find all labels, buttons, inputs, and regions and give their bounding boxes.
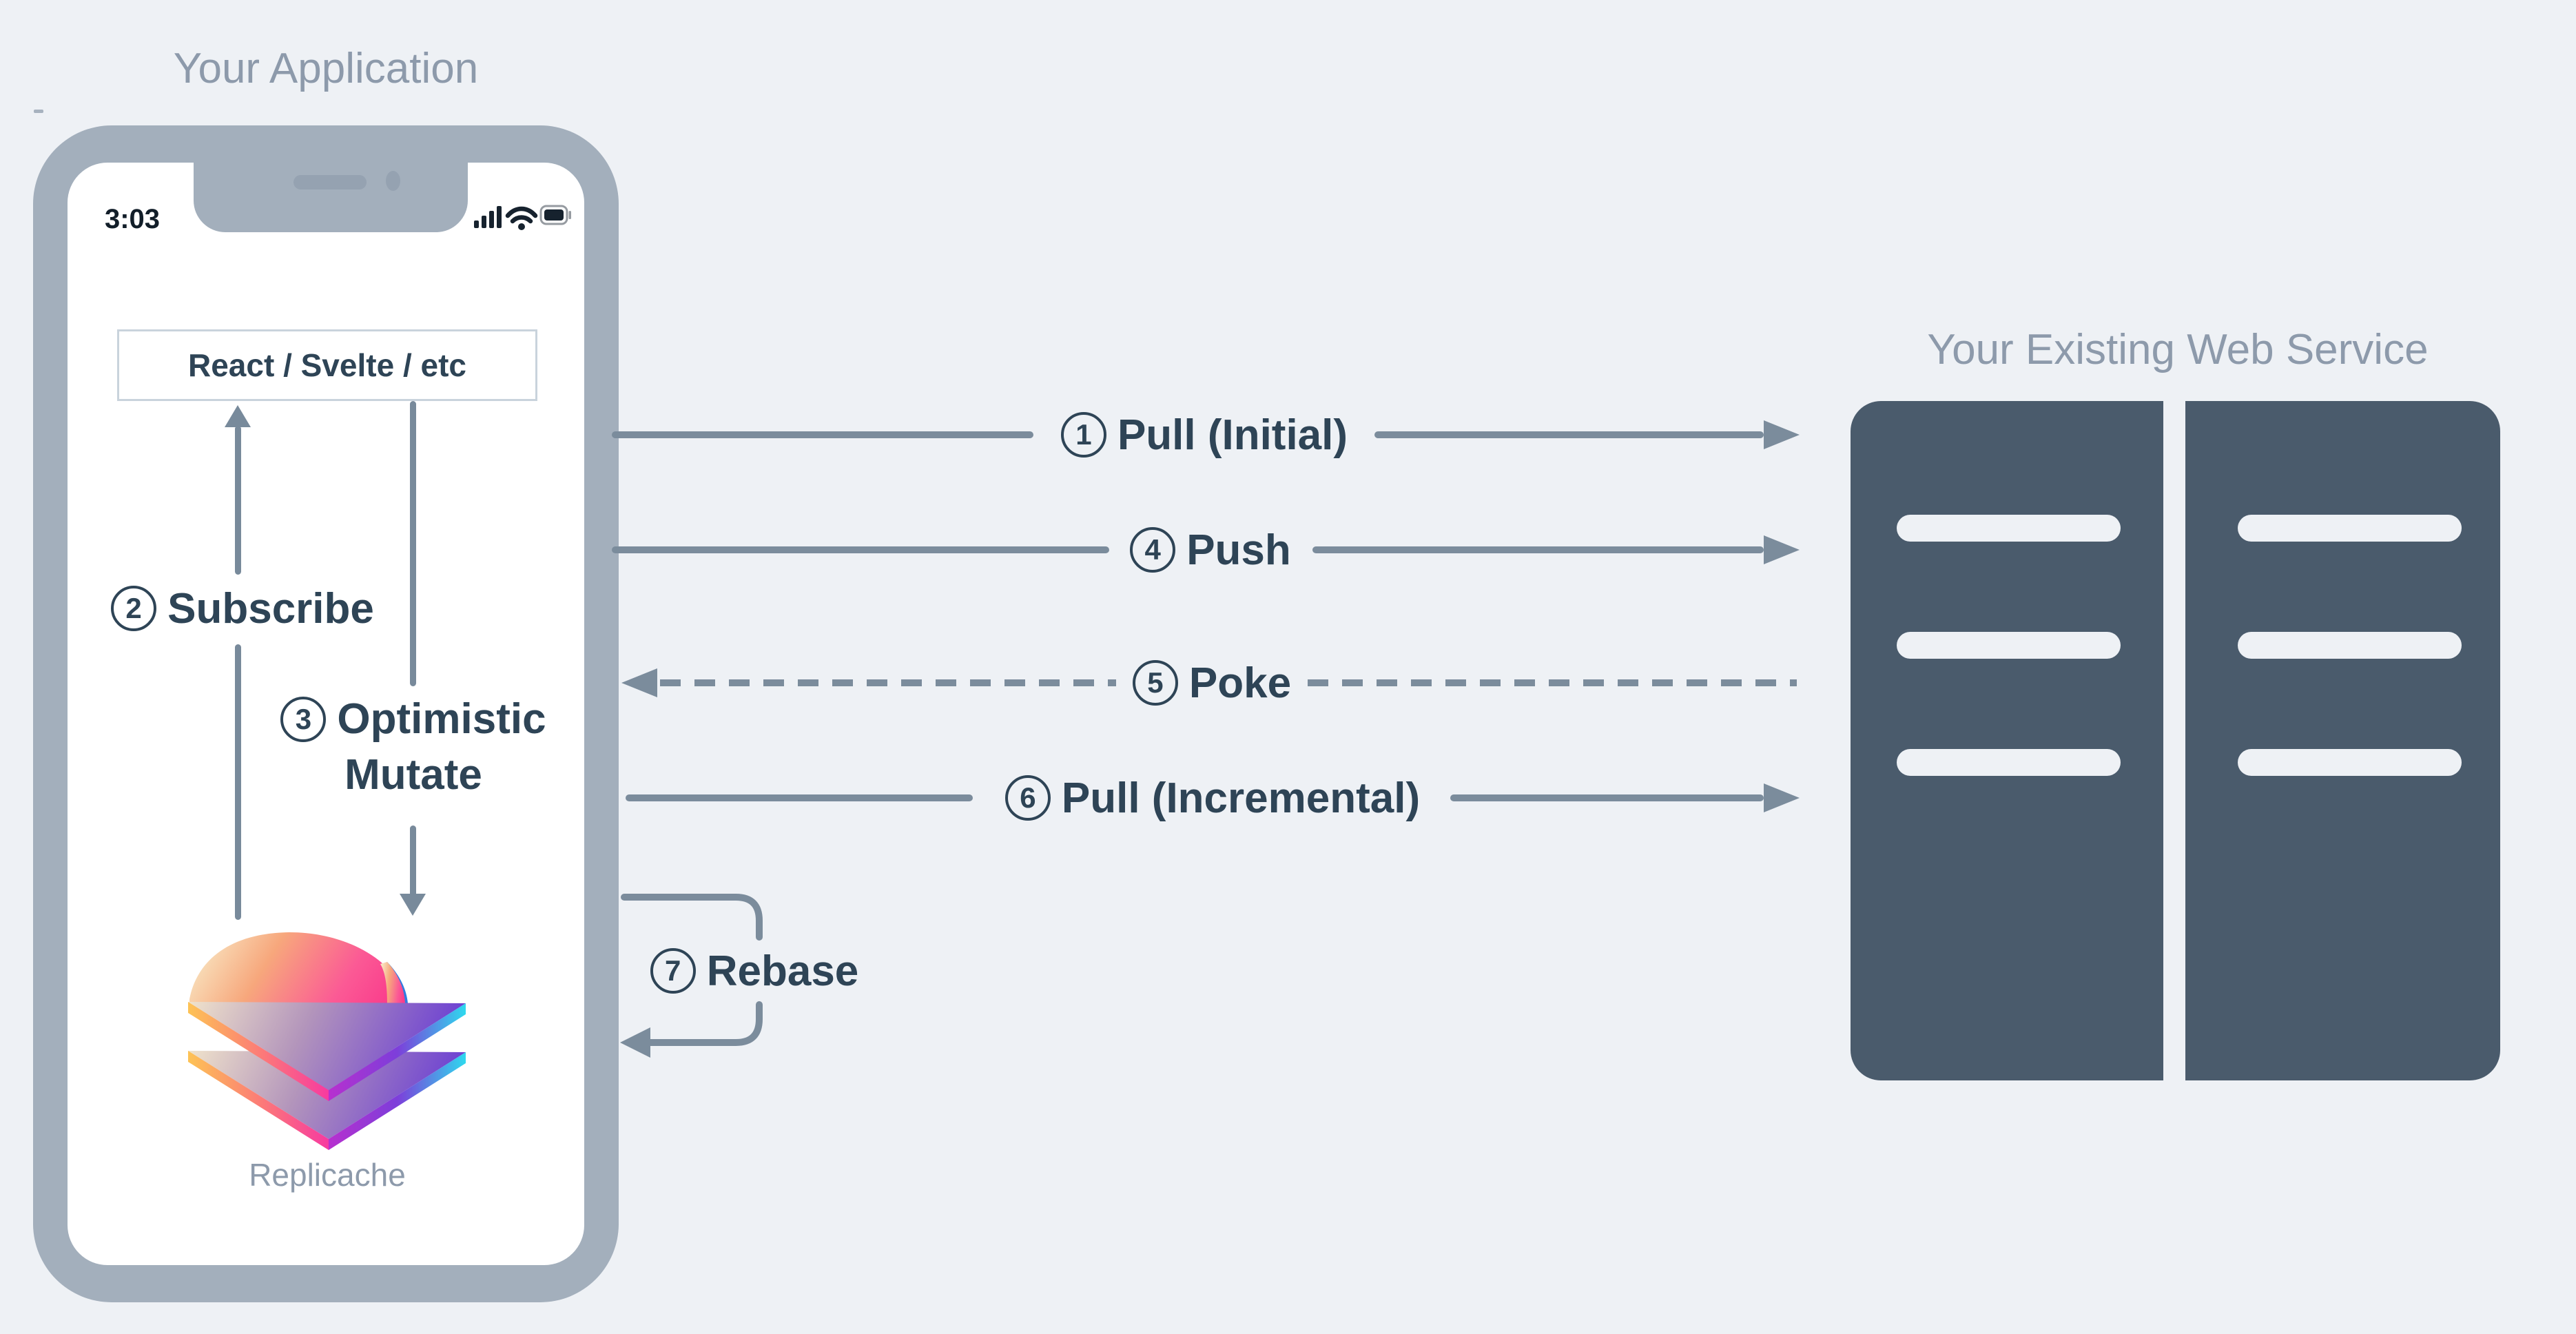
push-label: 4 Push	[1004, 526, 1417, 574]
optimistic-mutate-label: 3 Optimistic Mutate	[241, 695, 586, 799]
subscribe-line-upper	[235, 426, 241, 575]
push-label-text: Push	[1186, 526, 1291, 574]
mutate-line-lower	[410, 825, 416, 903]
server-slot	[2238, 749, 2462, 776]
wifi-icon	[505, 206, 538, 224]
server-slot	[1897, 632, 2121, 659]
wifi-dot	[518, 223, 525, 230]
subscribe-line-lower	[235, 644, 241, 920]
pull-initial-line-right	[1374, 431, 1764, 438]
application-title: Your Application	[173, 45, 479, 92]
server-slot	[2238, 515, 2462, 542]
pull-initial-label-text: Pull (Initial)	[1117, 411, 1348, 459]
rebase-label-text: Rebase	[706, 947, 859, 995]
framework-box: React / Svelte / etc	[117, 329, 537, 401]
optimistic-mutate-text1: Optimistic	[337, 695, 546, 743]
pull-incremental-label: 6 Pull (Incremental)	[1004, 774, 1421, 822]
phone-camera-dot	[386, 171, 400, 191]
rebase-label: 7 Rebase	[617, 947, 892, 995]
pull-initial-arrowhead-icon	[1764, 420, 1800, 449]
subscribe-label: 2 Subscribe	[63, 584, 422, 633]
mutate-line-upper	[410, 401, 416, 686]
pull-incremental-label-text: Pull (Incremental)	[1061, 774, 1421, 822]
subscribe-label-text: Subscribe	[167, 584, 374, 633]
subscribe-arrowhead-up-icon	[225, 405, 251, 427]
replicache-logo-icon	[188, 932, 466, 1150]
mutate-arrowhead-down-icon	[400, 894, 426, 916]
pull-initial-line-left	[612, 431, 1033, 438]
stray-dash-mark	[34, 110, 43, 113]
push-arrowhead-icon	[1764, 535, 1800, 564]
rebase-loop-arrow	[620, 894, 763, 1058]
rebase-arrowhead-icon	[620, 1027, 650, 1058]
pull-incremental-arrowhead-icon	[1764, 783, 1800, 812]
push-line-left	[612, 546, 1109, 553]
poke-dashed-line-right	[1308, 679, 1797, 686]
pull-incremental-line-right	[1450, 794, 1764, 801]
replicache-brand-label: Replicache	[249, 1157, 406, 1193]
phone-notch	[194, 158, 468, 232]
server-title: Your Existing Web Service	[1927, 326, 2429, 373]
poke-arrowhead-icon	[621, 668, 657, 697]
cell-signal-icon	[474, 206, 502, 228]
status-bar-time: 3:03	[104, 204, 161, 234]
rebase-number-badge: 7	[650, 948, 696, 994]
optimistic-mutate-line2: Mutate	[344, 750, 482, 799]
server-rack-right	[2185, 401, 2500, 1080]
phone-speaker-grille	[293, 175, 367, 189]
server-slot	[1897, 749, 2121, 776]
pull-initial-number-badge: 1	[1060, 412, 1106, 458]
poke-label-text: Poke	[1188, 659, 1292, 707]
push-number-badge: 4	[1130, 527, 1176, 573]
subscribe-number-badge: 2	[111, 586, 157, 631]
server-rack-left	[1851, 401, 2163, 1080]
server-slot	[1897, 515, 2121, 542]
status-bar-icons	[474, 205, 571, 230]
pull-incremental-line-left	[626, 794, 973, 801]
optimistic-mutate-text2: Mutate	[344, 751, 482, 799]
framework-box-label: React / Svelte / etc	[188, 347, 466, 383]
logo-upper-plate	[188, 1002, 466, 1101]
server-slot	[2238, 632, 2462, 659]
optimistic-mutate-number-badge: 3	[280, 696, 327, 742]
pull-initial-label: 1 Pull (Initial)	[998, 411, 1411, 459]
poke-dashed-line-left	[660, 679, 1116, 686]
poke-number-badge: 5	[1132, 660, 1178, 706]
battery-icon	[539, 205, 571, 225]
poke-label: 5 Poke	[1005, 659, 1419, 707]
pull-incremental-number-badge: 6	[1004, 775, 1051, 821]
optimistic-mutate-line1: 3 Optimistic	[280, 695, 546, 743]
push-line-right	[1312, 546, 1764, 553]
